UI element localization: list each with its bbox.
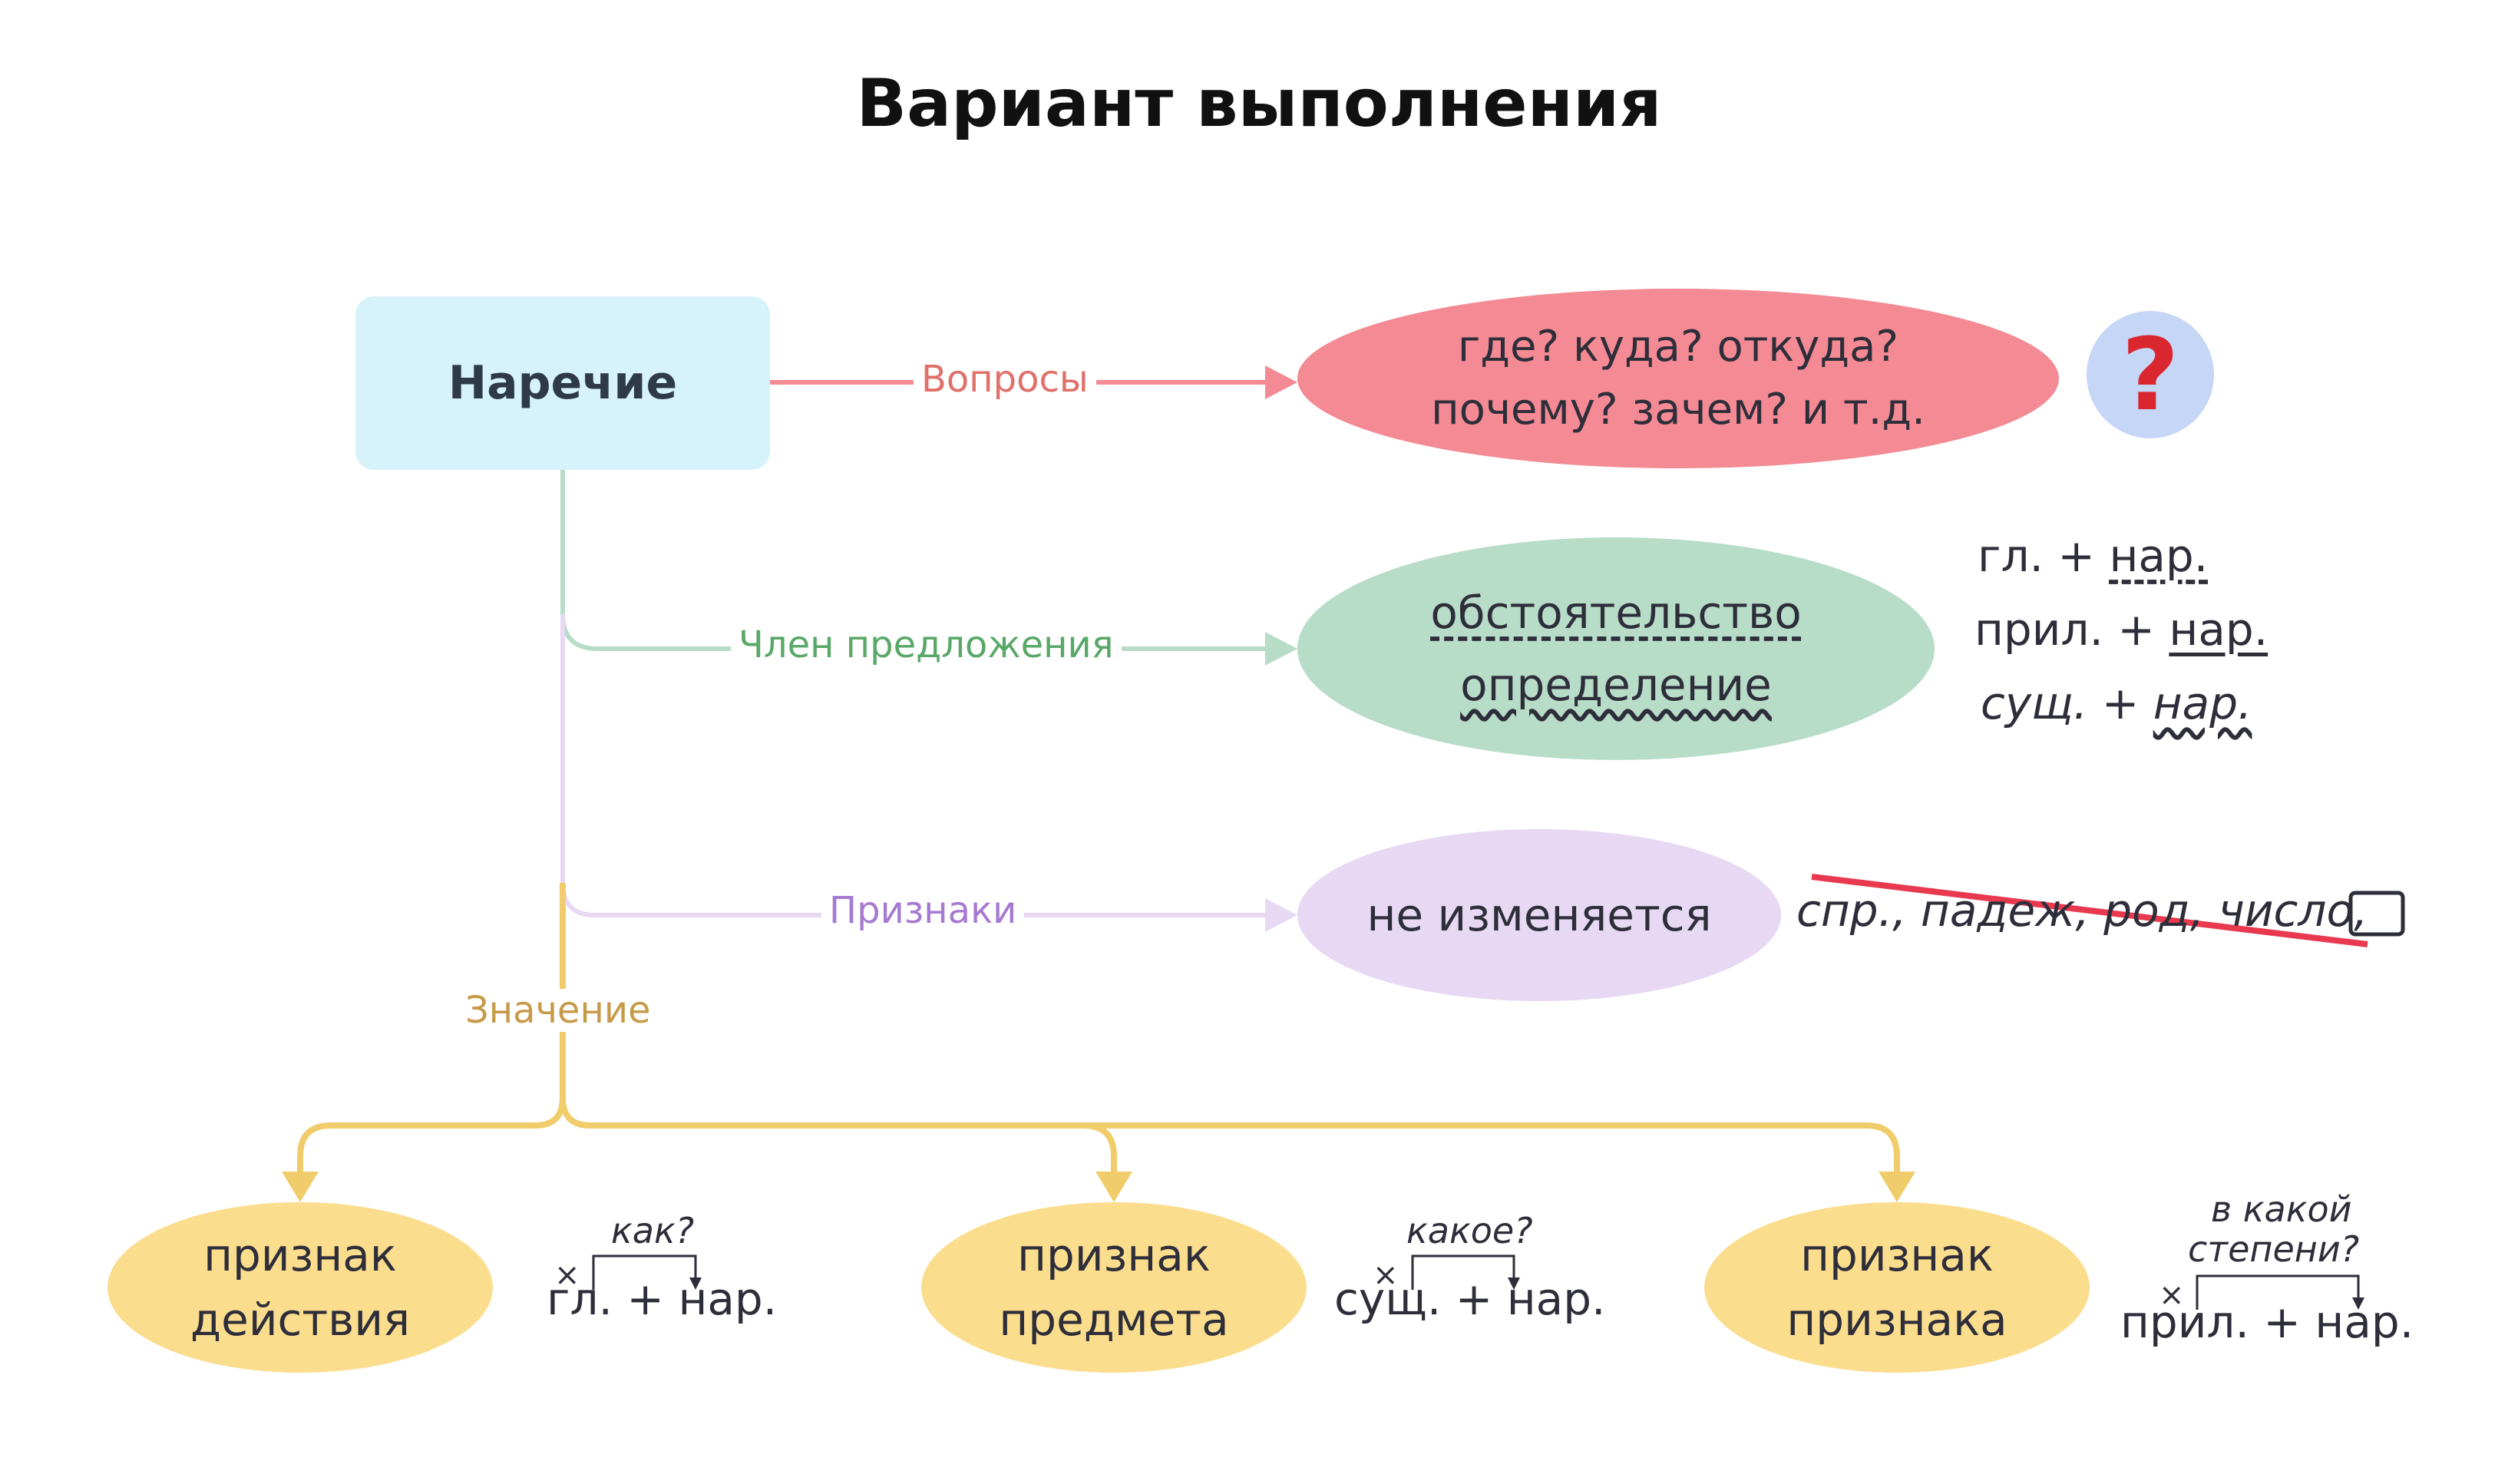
cross-marker: × bbox=[554, 1258, 580, 1293]
question-degree-1: в какой bbox=[2211, 1188, 2352, 1230]
arrow-head-icon bbox=[282, 1172, 319, 1202]
member-node: обстоятельство определение bbox=[1297, 537, 1935, 760]
meaning-node-attribute: признак признака bbox=[1704, 1202, 2090, 1373]
pattern-left: гл. + bbox=[1978, 530, 2110, 582]
edge-label-questions: Вопросы bbox=[914, 358, 1096, 401]
cross-marker: × bbox=[2159, 1277, 2185, 1313]
edge-member-line bbox=[560, 470, 1271, 651]
question-which: какое? bbox=[1406, 1210, 1533, 1251]
member-item-adverbial: обстоятельство bbox=[1430, 587, 1802, 639]
arrow-head-icon bbox=[1265, 632, 1297, 666]
arrow-head-icon bbox=[1879, 1172, 1915, 1202]
member-item-attribute: определение bbox=[1460, 659, 1772, 711]
meaning-line-1: признак bbox=[203, 1229, 397, 1281]
edge-label-meaning: Значение bbox=[458, 989, 659, 1032]
arrow-head-icon bbox=[1265, 365, 1297, 399]
question-degree-2: степени? bbox=[2188, 1228, 2360, 1270]
questions-line-1: где? куда? откуда? bbox=[1457, 322, 1899, 372]
edge-meaning-left bbox=[297, 1097, 566, 1175]
question-how: как? bbox=[611, 1210, 695, 1251]
bracket-degree bbox=[2196, 1274, 2364, 1310]
question-mark-icon: ? bbox=[2087, 311, 2214, 438]
pattern-right: нар. bbox=[2169, 603, 2269, 656]
formula-action: гл. + нар. bbox=[547, 1273, 778, 1325]
cross-marker: × bbox=[1373, 1258, 1399, 1293]
main-node: Наречие bbox=[355, 296, 770, 470]
edge-label-signs: Признаки bbox=[821, 889, 1025, 932]
strike-line bbox=[1811, 874, 2368, 947]
meaning-line-2: признака bbox=[1786, 1294, 2007, 1346]
meaning-line-2: предмета bbox=[999, 1294, 1229, 1346]
bracket-how bbox=[592, 1254, 702, 1290]
pattern-row-1: гл. + нар. bbox=[1978, 530, 2208, 582]
pattern-row-3: сущ. + нар. bbox=[1981, 677, 2252, 729]
questions-line-2: почему? зачем? и т.д. bbox=[1431, 385, 1925, 435]
formula-object: сущ. + нар. bbox=[1334, 1273, 1606, 1325]
arrow-head-icon bbox=[1265, 898, 1297, 932]
pattern-left: сущ. + bbox=[1981, 677, 2153, 729]
edge-meaning-middle bbox=[560, 1097, 1117, 1175]
arrow-head-icon bbox=[1095, 1172, 1132, 1202]
formula-attribute: прил. + нар. bbox=[2120, 1296, 2414, 1348]
edge-label-member: Член предложения bbox=[731, 623, 1122, 666]
signs-node: не изменяется bbox=[1297, 829, 1781, 1001]
meaning-node-object: признак предмета bbox=[921, 1202, 1307, 1373]
signs-text: не изменяется bbox=[1366, 889, 1712, 941]
bracket-which bbox=[1411, 1254, 1520, 1290]
pattern-right: нар. bbox=[2153, 677, 2252, 729]
meaning-line-1: признак bbox=[1800, 1229, 1994, 1281]
meaning-line-1: признак bbox=[1017, 1229, 1211, 1281]
meaning-line-2: действия bbox=[190, 1294, 410, 1346]
page-title: Вариант выполнения bbox=[856, 65, 1662, 142]
pattern-row-2: прил. + нар. bbox=[1974, 603, 2268, 656]
pattern-left: прил. + bbox=[1974, 603, 2169, 656]
empty-checkbox bbox=[2348, 891, 2405, 937]
crossed-features: спр., падеж, род, число, bbox=[1796, 884, 2368, 937]
pattern-right: нар. bbox=[2109, 530, 2209, 582]
questions-node: где? куда? откуда? почему? зачем? и т.д. bbox=[1297, 289, 2059, 468]
question-badge-text: ? bbox=[2121, 316, 2179, 433]
meaning-node-action: признак действия bbox=[107, 1202, 493, 1373]
edge-meaning-right bbox=[1083, 1122, 1900, 1175]
